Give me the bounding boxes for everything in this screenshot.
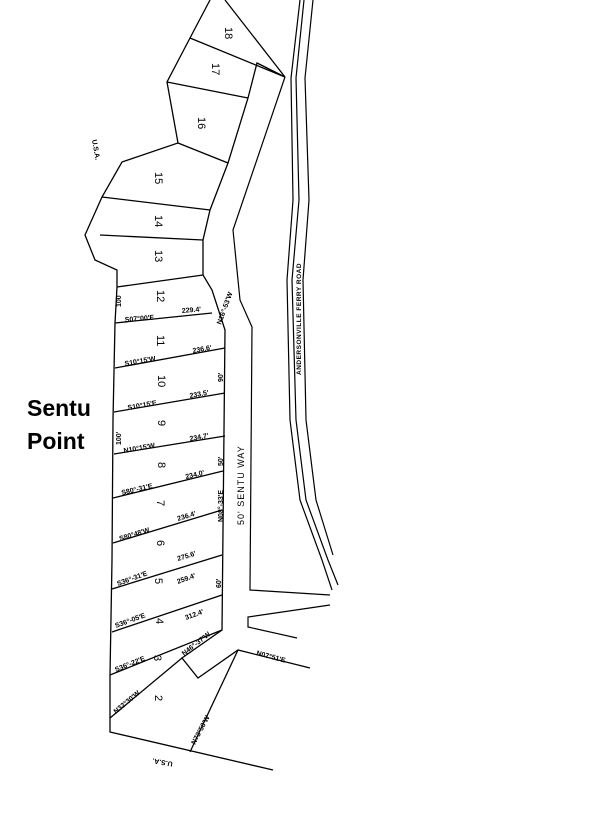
ferry-road-lines: [286, 0, 339, 591]
lot-16: 16: [195, 117, 207, 129]
dist-10: 233.5': [189, 390, 209, 400]
side-90: 90': [218, 372, 225, 382]
lot-11: 11: [154, 335, 166, 346]
lot-3: 3: [151, 655, 163, 661]
dist-11: 236.6': [192, 345, 212, 355]
lot-4: 4: [153, 618, 165, 624]
lot-17: 17: [209, 63, 221, 75]
sentu-way-label: 50' SENTU WAY: [236, 445, 246, 525]
bearing-5: S36°-31'E: [116, 569, 149, 587]
side-100-b: 100': [116, 431, 123, 445]
bearing-7: S80°48'W: [118, 526, 151, 543]
lot-8: 8: [155, 462, 167, 468]
lot-6: 6: [154, 540, 166, 546]
lot-5: 5: [152, 578, 164, 584]
lot-18: 18: [222, 27, 234, 39]
bearing-3: S36°-22'E: [114, 654, 147, 673]
dist-5: 259.4': [176, 573, 197, 586]
lot-7: 7: [154, 500, 166, 506]
side-100-a: 100: [116, 295, 123, 307]
lot-numbers: 2 3 4 5 6 7 8 9 10 11 12 13 14 15 16 17 …: [151, 27, 234, 701]
bearing-3-front: N46°-37'W: [180, 630, 212, 657]
lot-15: 15: [152, 172, 164, 184]
bearing-2: N32°30'W: [112, 689, 142, 716]
side-60: 60': [216, 578, 223, 588]
right-bearing: N07°51'E: [255, 649, 286, 665]
dist-9: 234.7': [189, 433, 209, 443]
subdivision-title: Sentu Point: [27, 392, 91, 458]
lot-9: 9: [155, 420, 167, 426]
bearing-4: S36°-05'E: [114, 611, 147, 629]
usa-top: U.S.A.: [90, 139, 100, 161]
lot-12: 12: [154, 290, 166, 302]
dist-4: 312.4': [184, 609, 205, 622]
lot-14: 14: [152, 215, 164, 227]
ferry-road-label: ANDERSONVILLE FERRY ROAD: [296, 263, 303, 375]
dist-8: 234.0': [185, 470, 206, 481]
dist-12: 229.4': [182, 306, 202, 315]
title-line-1: Sentu: [27, 395, 91, 421]
bottom-bearing: N73°50'W: [190, 714, 212, 746]
front-bearing: N08°-33'E: [217, 490, 225, 522]
title-line-2: Point: [27, 428, 85, 454]
bearing-12: S07°00'E: [124, 313, 154, 324]
lot-2: 2: [152, 695, 164, 701]
lot-13: 13: [152, 250, 164, 262]
side-50: 50': [218, 456, 225, 466]
bearing-9: N10°15'W: [123, 442, 156, 455]
bearing-8: S80°-31'E: [121, 482, 154, 497]
bearing-11: S10°15'W: [124, 355, 157, 368]
sentu-way-lines: [232, 76, 331, 639]
bearing-10: S10°15'E: [127, 399, 158, 412]
lot-10: 10: [155, 375, 167, 387]
dist-6: 275.6': [177, 551, 198, 563]
usa-bottom: U.S.A.: [152, 756, 174, 766]
lot-boundaries: [84, 0, 311, 771]
